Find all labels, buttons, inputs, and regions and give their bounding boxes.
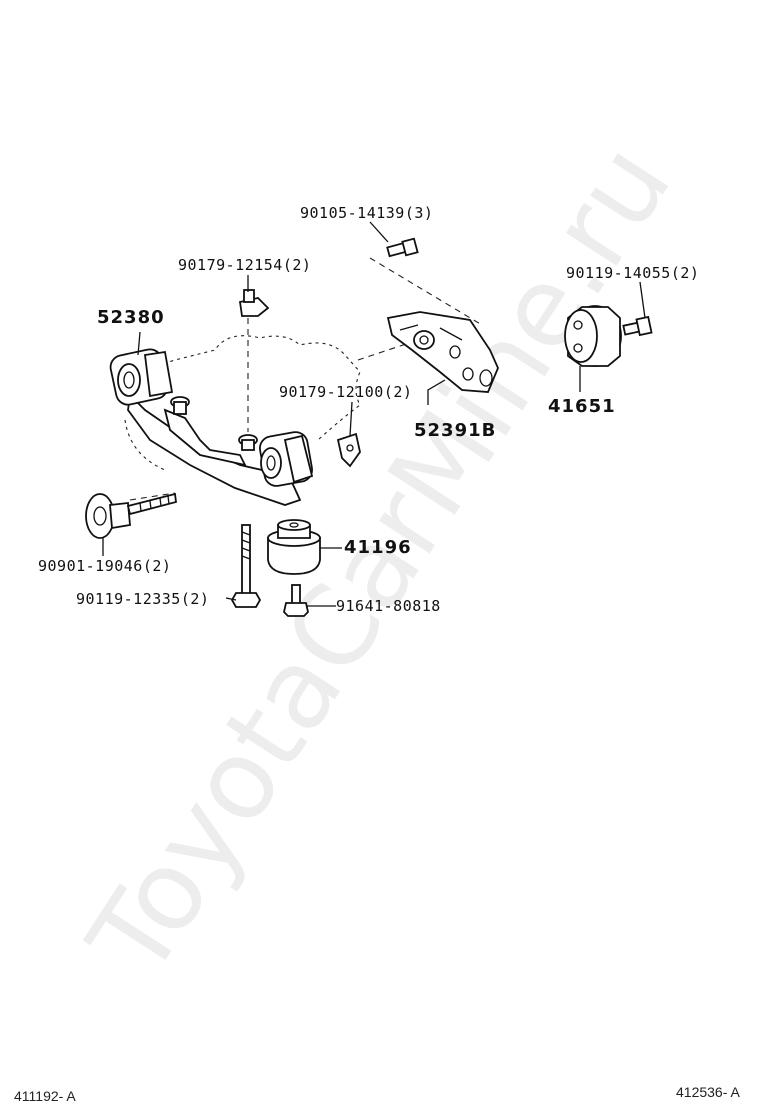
footer-left-code: 411192- A	[14, 1088, 76, 1104]
callout-91641-80818: 91641-80818	[336, 597, 441, 615]
leader-90119b	[225, 597, 237, 601]
callout-41651: 41651	[548, 396, 616, 417]
leader-90105	[369, 221, 389, 243]
callout-90179-12100: 90179-12100(2)	[279, 383, 413, 401]
callout-90179-12154: 90179-12154(2)	[178, 256, 312, 274]
callout-90901-19046: 90901-19046(2)	[38, 557, 172, 575]
leader-52391b	[427, 379, 446, 405]
bolt-90105-14139	[386, 237, 419, 258]
mount-41196	[267, 519, 321, 575]
leader-90119a	[639, 281, 646, 319]
leader-90179b	[349, 401, 353, 437]
bolt-90119-14055	[622, 315, 653, 337]
callout-52391b: 52391B	[414, 420, 497, 441]
nut-90179-12100	[336, 432, 361, 468]
dash-line-bolt-to-crossmember	[129, 492, 176, 501]
callout-90119-14055: 90119-14055(2)	[566, 264, 700, 282]
bracket-52391b	[386, 311, 499, 393]
callout-90119-12335: 90119-12335(2)	[76, 590, 210, 608]
callout-52380: 52380	[97, 307, 165, 328]
callout-90105-14139: 90105-14139(3)	[300, 204, 434, 222]
dash-line-body-to-bracket	[357, 341, 413, 361]
crossmember-52380	[109, 348, 314, 506]
bolt-91641-80818	[283, 584, 309, 617]
leader-52380	[137, 331, 141, 356]
bolt-90119-12335	[230, 524, 262, 608]
bolt-90901-19046	[85, 492, 177, 539]
damper-41651	[564, 305, 622, 367]
callout-41196: 41196	[344, 537, 412, 558]
footer-right-code: 412536- A	[676, 1084, 740, 1100]
nut-90179-12154	[238, 289, 270, 317]
